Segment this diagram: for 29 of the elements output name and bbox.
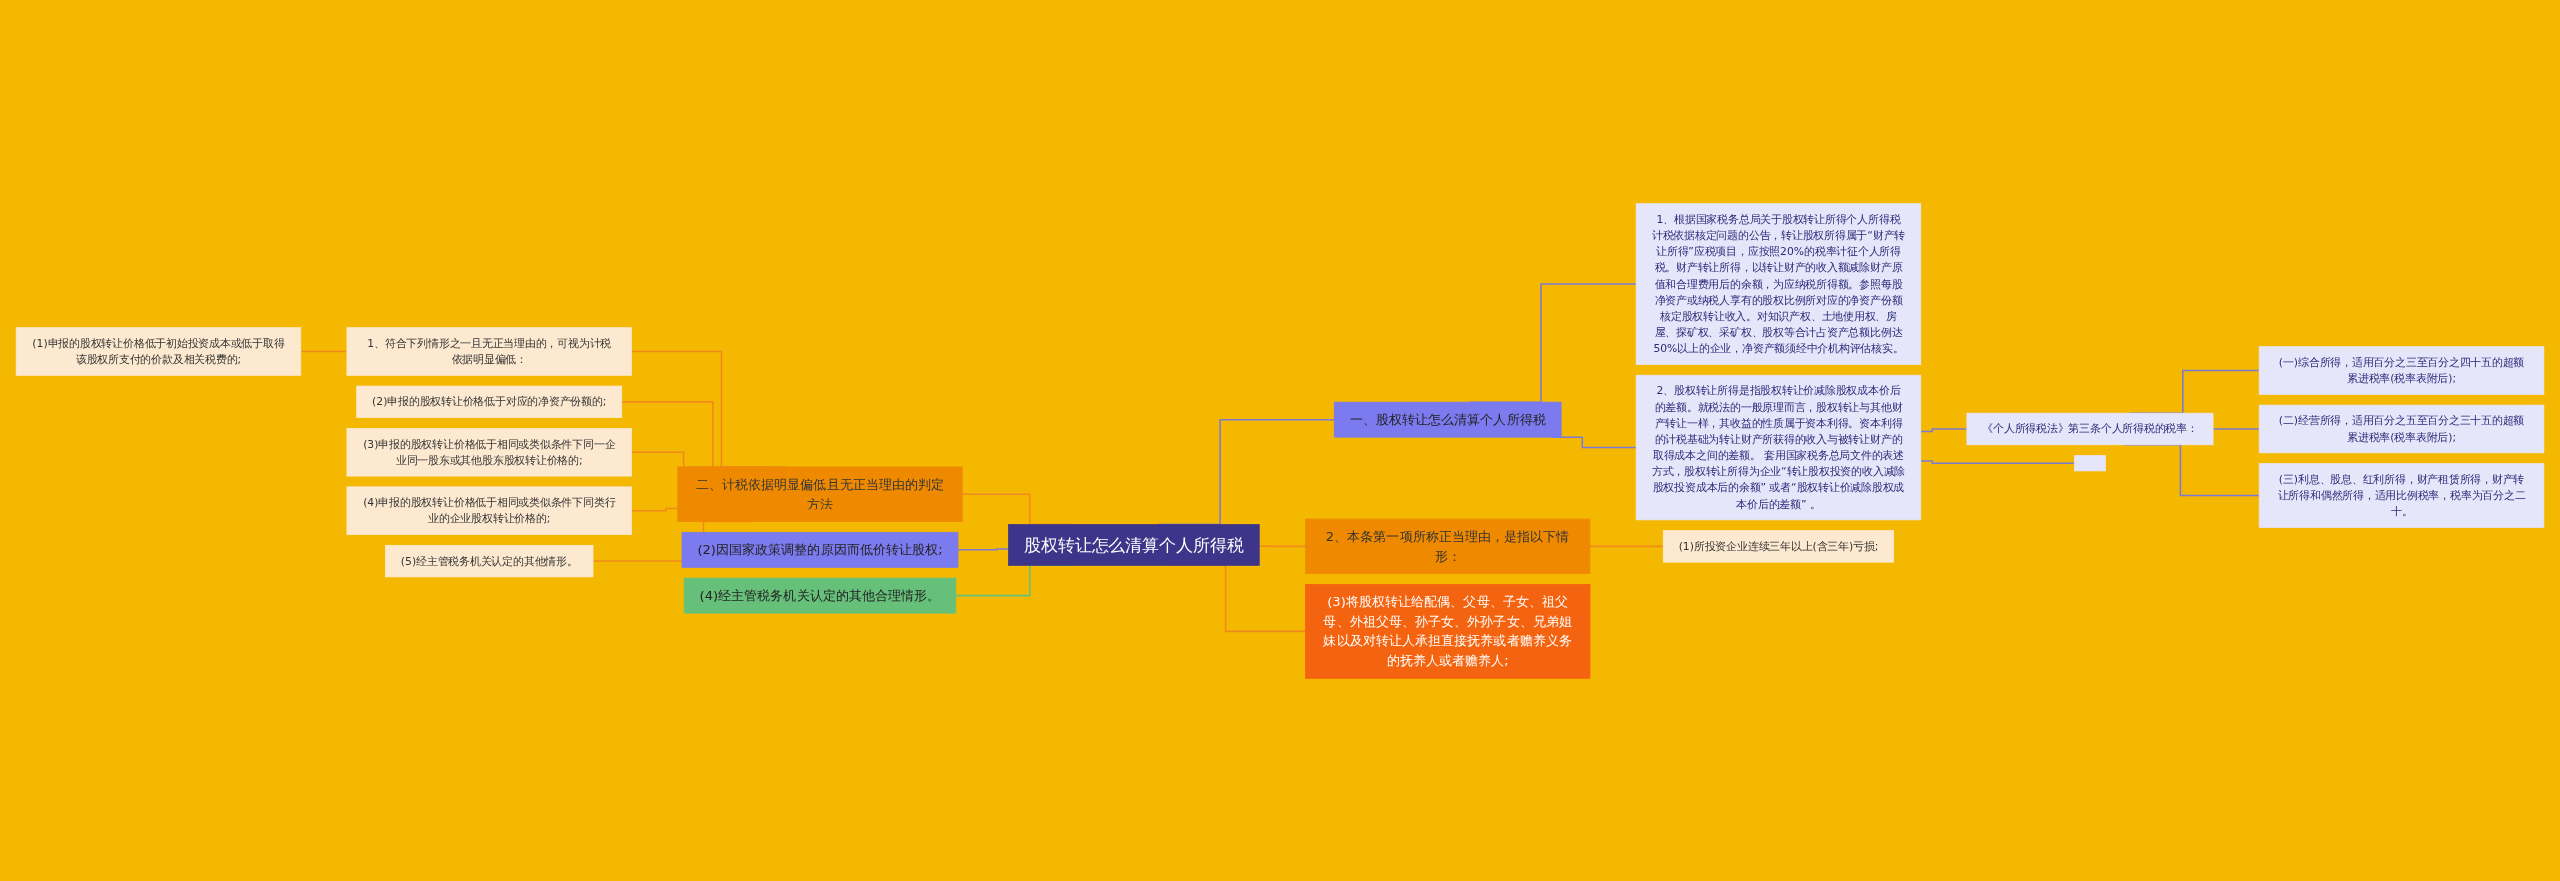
connector xyxy=(630,507,679,511)
connector xyxy=(1920,459,2076,464)
connector xyxy=(1589,545,1665,547)
connector xyxy=(1258,544,1307,547)
node-box: (1)所投资企业连续三年以上(含三年)亏损; xyxy=(1662,529,1895,563)
node-box: (三)利息、股息、红利所得，财产租赁所得，财产转让所得和偶然所得，适用比例税率，税率为百分之二十。 xyxy=(2258,462,2545,528)
node-box: 2、本条第一项所称正当理由，是指以下情形： xyxy=(1305,518,1591,574)
node-box: 《个人所得税法》第三条个人所得税的税率： xyxy=(1966,412,2214,445)
node-box: (3)将股权转让给配偶、父母、子女、祖父母、外祖父母、孙子女、外孙子女、兄弟姐妹以及对转让人承担直接抚养或者赡养义务的抚养人或者赡养人; xyxy=(1305,583,1591,679)
node-box: 2、股权转让所得是指股权转让价减除股权成本价后的差额。就税法的一般原理而言，股权转让与其他财产转让一样，其收益的性质属于资本利得。资本利得的计税基础为转让财产所获得的收入与被转让财产的取得成本之间的差额。 套用国家税务总局文件的表述方式，股权转让所得为企业“转让股权投资的收入减除股权投资成本后的余额” 或者“股权转让价减除股权成本价后的差额” 。 xyxy=(1635,374,1922,520)
node-box xyxy=(2074,454,2106,471)
connector xyxy=(1920,427,1968,432)
node-box: 1、根据国家税务总局关于股权转让所得个人所得税计税依据核定问题的公告，转让股权所得属于“财产转让所得”应税项目，应按照20%的税率计征个人所得税。财产转让所得，以转让财产的收入额减除财产原值和合理费用后的余额，为应纳税所得额。参照每股净资产或纳税人享有的股权比例所对应的净资产份额核定股权转让收入。对知识产权、土地使用权、房屋、探矿权、采矿权、股权等合计占资产总额比例达50%以上的企业，净资产额须经中介机构评估核实。 xyxy=(1635,202,1922,365)
node-box: (一)综合所得，适用百分之三至百分之四十五的超额累进税率(税率表附后); xyxy=(2258,345,2545,395)
node-box: (二)经营所得，适用百分之五至百分之三十五的超额累进税率(税率表附后); xyxy=(2258,404,2545,453)
node-box: (2)因国家政策调整的原因而低价转让股权; xyxy=(681,531,959,568)
node-box: (1)申报的股权转让价格低于初始投资成本或低于取得该股权所支付的价款及相关税费的; xyxy=(15,326,302,376)
connector xyxy=(957,547,1010,551)
node-box: 二、计税依据明显偏低且无正当理由的判定方法 xyxy=(677,466,963,522)
node-box: 1、符合下列情形之一且无正当理由的，可视为计税依据明显偏低： xyxy=(346,326,632,376)
node-box: (4)申报的股权转让价格低于相同或类似条件下同类行业的企业股权转让价格的; xyxy=(346,486,632,535)
connector xyxy=(2212,427,2260,430)
node-box: 股权转让怎么清算个人所得税 xyxy=(1008,523,1260,566)
node-box: (4)经主管税务机关认定的其他合理情形。 xyxy=(683,577,957,613)
node-box: (2)申报的股权转让价格低于对应的净资产份额的; xyxy=(356,385,623,418)
node-box: (5)经主管税务机关认定的其他情形。 xyxy=(385,544,594,577)
node-box: 一、股权转让怎么清算个人所得税 xyxy=(1333,401,1562,438)
connector xyxy=(300,350,348,352)
node-box: (3)申报的股权转让价格低于相同或类似条件下同一企业同一股东或其他股东股权转让价格的; xyxy=(346,427,632,476)
